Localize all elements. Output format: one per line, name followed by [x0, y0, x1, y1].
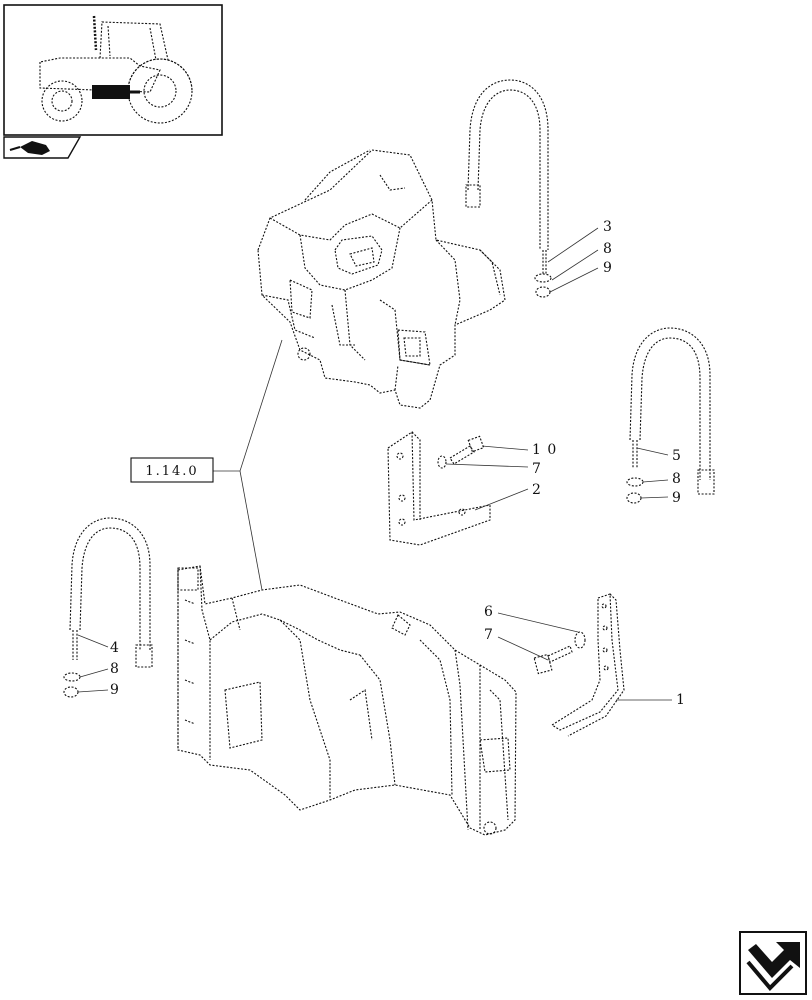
- callout-8: 8: [110, 661, 120, 677]
- tank-strap-4[interactable]: [63, 517, 153, 698]
- callout-9: 9: [672, 490, 682, 506]
- lower-fuel-tank: [177, 565, 517, 836]
- callout-8: 8: [672, 471, 682, 487]
- callout-1: 1: [676, 692, 686, 708]
- callout-9: 9: [110, 682, 120, 698]
- callout-9: 9: [603, 260, 613, 276]
- reference-box[interactable]: 1.14.0: [130, 457, 214, 483]
- bolt-7[interactable]: [533, 631, 586, 675]
- callout-10: 1 0: [532, 442, 557, 458]
- reference-label: 1.14.0: [145, 464, 198, 479]
- callout-2: 2: [532, 482, 542, 498]
- bolt-10[interactable]: [437, 435, 485, 469]
- tank-strap-5[interactable]: [626, 327, 715, 504]
- next-page-arrow-icon[interactable]: [739, 931, 807, 995]
- leader-lines: [77, 227, 672, 701]
- callout-labels: 3 8 9 1 0 7 2 5 8 9 6 7 1 4 8 9: [110, 219, 686, 708]
- callout-8: 8: [603, 241, 613, 257]
- upper-fuel-tank: [257, 149, 506, 409]
- callout-4: 4: [110, 640, 120, 656]
- callout-5: 5: [672, 448, 682, 464]
- callout-7: 7: [532, 461, 542, 477]
- callout-3: 3: [603, 219, 613, 235]
- bracket-2[interactable]: [387, 430, 491, 546]
- section-tank-icon[interactable]: [3, 136, 82, 159]
- bracket-1[interactable]: [550, 593, 625, 737]
- callout-7: 7: [484, 627, 494, 643]
- callout-6: 6: [484, 604, 494, 620]
- tractor-thumbnail-icon[interactable]: [3, 4, 223, 136]
